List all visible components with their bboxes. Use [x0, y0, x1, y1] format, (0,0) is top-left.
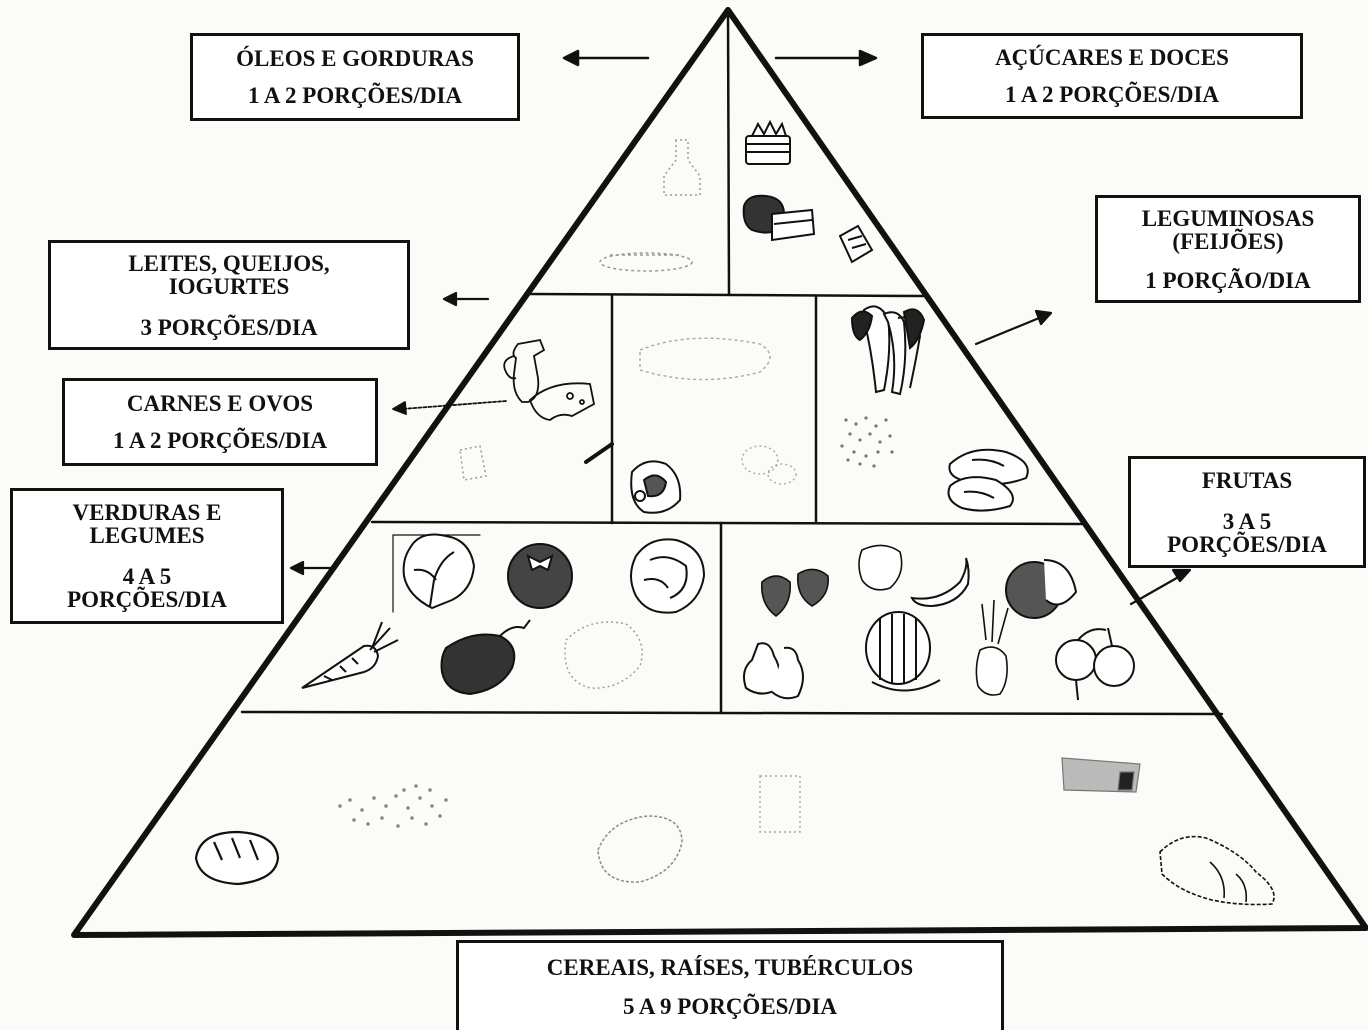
candy-icon [840, 226, 872, 262]
bundt-cake-icon [744, 196, 814, 240]
label-oleos-gorduras: ÓLEOS E GORDURAS 1 A 2 PORÇÕES/DIA [190, 33, 520, 121]
label-acucares-doces: AÇÚCARES E DOCES 1 A 2 PORÇÕES/DIA [921, 33, 1303, 119]
portion-text-line2: PORÇÕES/DIA [67, 588, 227, 611]
group-name-line2: LEGUMES [89, 524, 204, 547]
yogurt-icon [460, 446, 486, 480]
group-name: ÓLEOS E GORDURAS [236, 47, 474, 70]
lettuce-icon [404, 535, 474, 609]
cereal-box-icon [760, 776, 800, 832]
carrot-icon [302, 622, 398, 688]
top-split-line [728, 12, 729, 295]
croissant-icon [1160, 837, 1274, 905]
tier-divider-1 [530, 294, 924, 296]
beans-icon [949, 450, 1028, 511]
portion-text-line1: 3 A 5 [1223, 510, 1272, 533]
label-leguminosas: LEGUMINOSAS (FEIJÕES) 1 PORÇÃO/DIA [1095, 195, 1361, 303]
eggplant-icon [442, 620, 531, 694]
group-name-line1: VERDURAS E [73, 501, 222, 524]
rice-icon [338, 784, 448, 828]
potato-icon [598, 816, 682, 882]
eggs-icon [742, 446, 796, 484]
bread-loaf-icon [196, 832, 278, 884]
label-verduras-legumes: VERDURAS E LEGUMES 4 A 5 PORÇÕES/DIA [10, 488, 284, 624]
tier-divider-2 [372, 522, 1084, 524]
group-name: CARNES E OVOS [127, 392, 313, 415]
bean-pods-icon [852, 306, 924, 394]
portion-text-line1: 4 A 5 [123, 565, 172, 588]
portion-text: 3 PORÇÕES/DIA [141, 316, 318, 339]
label-leites-queijos-iogurtes: LEITES, QUEIJOS, IOGURTES 3 PORÇÕES/DIA [48, 240, 410, 350]
group-name: AÇÚCARES E DOCES [995, 46, 1229, 69]
broccoli-icon [565, 622, 642, 688]
tier-divider-3 [242, 712, 1222, 714]
tomato-icon [508, 544, 572, 608]
portion-text: 1 A 2 PORÇÕES/DIA [1005, 83, 1219, 106]
group-name: CEREAIS, RAÍSES, TUBÉRCULOS [547, 956, 913, 979]
arrow-frutas [1131, 570, 1190, 604]
portion-text: 1 A 2 PORÇÕES/DIA [248, 84, 462, 107]
milk-jug-icon [504, 340, 544, 402]
lentils-icon [840, 416, 893, 467]
cherries-icon [1056, 628, 1134, 700]
arrow-oleos [564, 51, 648, 65]
label-carnes-ovos: CARNES E OVOS 1 A 2 PORÇÕES/DIA [62, 378, 378, 466]
cheese-icon [530, 383, 594, 420]
cabbage-icon [631, 539, 704, 612]
arrow-acucares [776, 51, 876, 65]
pineapple-icon [976, 600, 1008, 695]
portion-text: 1 A 2 PORÇÕES/DIA [113, 429, 327, 452]
cake-icon [746, 122, 790, 164]
group-name-line2: (FEIJÕES) [1172, 230, 1283, 253]
arrow-leguminosas [976, 311, 1051, 344]
butter-dish-icon [600, 253, 692, 271]
group-name-line1: LEITES, QUEIJOS, [128, 252, 329, 275]
apple-icon [859, 545, 902, 589]
pasta-icon [1062, 758, 1140, 792]
oil-bottle-icon [664, 140, 700, 195]
portion-text-line2: PORÇÕES/DIA [1167, 533, 1327, 556]
pears-icon [744, 643, 803, 698]
watermelon-icon [866, 612, 940, 691]
portion-text: 5 A 9 PORÇÕES/DIA [623, 995, 837, 1018]
portion-text: 1 PORÇÃO/DIA [1145, 269, 1310, 292]
fish-icon [640, 338, 770, 379]
label-frutas: FRUTAS 3 A 5 PORÇÕES/DIA [1128, 456, 1366, 568]
label-cereais-raises-tuberculos: CEREAIS, RAÍSES, TUBÉRCULOS 5 A 9 PORÇÕE… [456, 940, 1004, 1030]
group-name: FRUTAS [1202, 469, 1292, 492]
group-name-line1: LEGUMINOSAS [1142, 207, 1315, 230]
arrow-leites [444, 293, 488, 305]
strawberries-icon [762, 569, 828, 616]
steak-icon [631, 461, 680, 512]
plum-icon [1006, 560, 1076, 618]
group-name-line2: IOGURTES [169, 275, 290, 298]
banana-icon [912, 558, 969, 606]
